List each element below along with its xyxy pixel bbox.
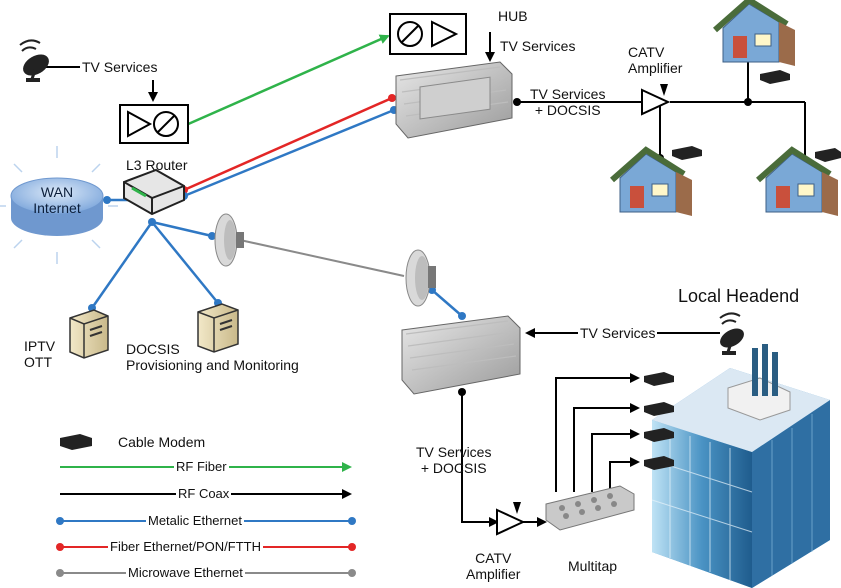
router-to-microwave-link	[151, 220, 213, 238]
fiber-endpoint	[388, 94, 396, 102]
legend-dot	[348, 517, 356, 525]
wan-cloud-icon	[0, 146, 118, 264]
ethernet-endpoint	[148, 218, 156, 226]
tv-services-docsis-bottom-label: TV Services + DOCSIS	[416, 444, 492, 476]
tap-to-modem-3	[591, 429, 640, 492]
microwave-link	[239, 239, 405, 277]
local-headend-label: Local Headend	[678, 286, 800, 306]
fiber-ethernet-link	[183, 96, 393, 192]
catv-amplifier-icon	[641, 84, 671, 116]
legend-metalic-ethernet-label: Metalic Ethernet	[146, 513, 244, 528]
cable-modem-icon	[644, 402, 674, 416]
legend-dot	[348, 543, 356, 551]
metalic-ethernet-link-node	[183, 108, 395, 198]
router-to-docsis-link	[151, 221, 219, 304]
tv-services-label: TV Services	[82, 59, 158, 75]
coax-endpoint	[513, 98, 521, 106]
tap-to-modem-4	[609, 457, 640, 492]
node2-to-amp-link	[461, 390, 499, 527]
legend-microwave-ethernet-label: Microwave Ethernet	[126, 565, 245, 580]
ethernet-endpoint	[208, 232, 216, 240]
catv-amplifier-bottom-label: CATV Amplifier	[466, 550, 521, 582]
legend-rf-coax-label: RF Coax	[176, 486, 232, 501]
legend-arrowhead	[342, 489, 352, 499]
iptv-server-icon	[69, 309, 109, 359]
legend-arrowhead	[342, 462, 352, 472]
tv-services-docsis-top-label: TV Services + DOCSIS	[530, 86, 606, 118]
optical-node-icon	[401, 315, 521, 395]
catv-amplifier-icon	[496, 502, 526, 536]
tap-to-modem-2	[573, 403, 640, 492]
hub-receiver-icon	[389, 13, 467, 55]
cable-modem-icon	[672, 146, 702, 160]
legend-dot	[348, 569, 356, 577]
l3-router-icon	[123, 168, 185, 216]
optical-node-icon	[395, 61, 513, 139]
multitap-icon	[545, 485, 635, 531]
tv-services-headend-label: TV Services	[578, 325, 658, 341]
ethernet-endpoint	[458, 312, 466, 320]
house-icon	[756, 146, 838, 216]
cable-modem-icon	[644, 428, 674, 442]
headend-building-icon	[651, 344, 830, 588]
l3-router-label: L3 Router	[126, 157, 188, 173]
cable-modem-icon	[644, 456, 674, 470]
ethernet-endpoint	[103, 196, 111, 204]
legend-rf-fiber-label: RF Fiber	[174, 459, 229, 474]
legend-fiber-ethernet-label: Fiber Ethernet/PON/FTTH	[108, 539, 263, 554]
house-icon	[713, 0, 795, 66]
legend-dot	[56, 517, 64, 525]
optical-transmitter-icon	[119, 104, 189, 144]
docsis-server-icon	[197, 303, 239, 353]
legend-cable-modem-label: Cable Modem	[118, 434, 206, 450]
microwave-dish-icon	[214, 213, 244, 267]
cable-modem-icon	[760, 70, 790, 84]
iptv-ott-label: IPTV OTT	[24, 338, 56, 370]
catv-amplifier-top-label: CATV Amplifier	[628, 44, 683, 76]
hub-label: HUB	[498, 8, 528, 24]
legend-cable-modem-icon	[60, 434, 92, 450]
house-icon	[610, 146, 692, 216]
tap-to-modem-1	[555, 373, 640, 492]
legend-dot	[56, 543, 64, 551]
microwave-dish-icon	[405, 249, 436, 307]
docsis-provisioning-label: DOCSIS Provisioning and Monitoring	[126, 341, 299, 373]
microwave-to-node-link	[431, 289, 463, 317]
coax-endpoint	[458, 388, 466, 396]
legend-dot	[56, 569, 64, 577]
cable-modem-icon	[644, 372, 674, 386]
coax-junction	[744, 98, 752, 106]
rf-fiber-link	[185, 34, 390, 127]
cable-modem-icon	[815, 148, 841, 162]
satellite-dish-icon	[19, 39, 49, 82]
router-to-iptv-link	[90, 221, 154, 309]
multitap-label: Multitap	[568, 558, 618, 574]
hub-tv-services-label: TV Services	[500, 38, 576, 54]
satellite-dish-icon	[719, 312, 744, 355]
wan-internet-label: WAN Internet	[33, 184, 81, 216]
